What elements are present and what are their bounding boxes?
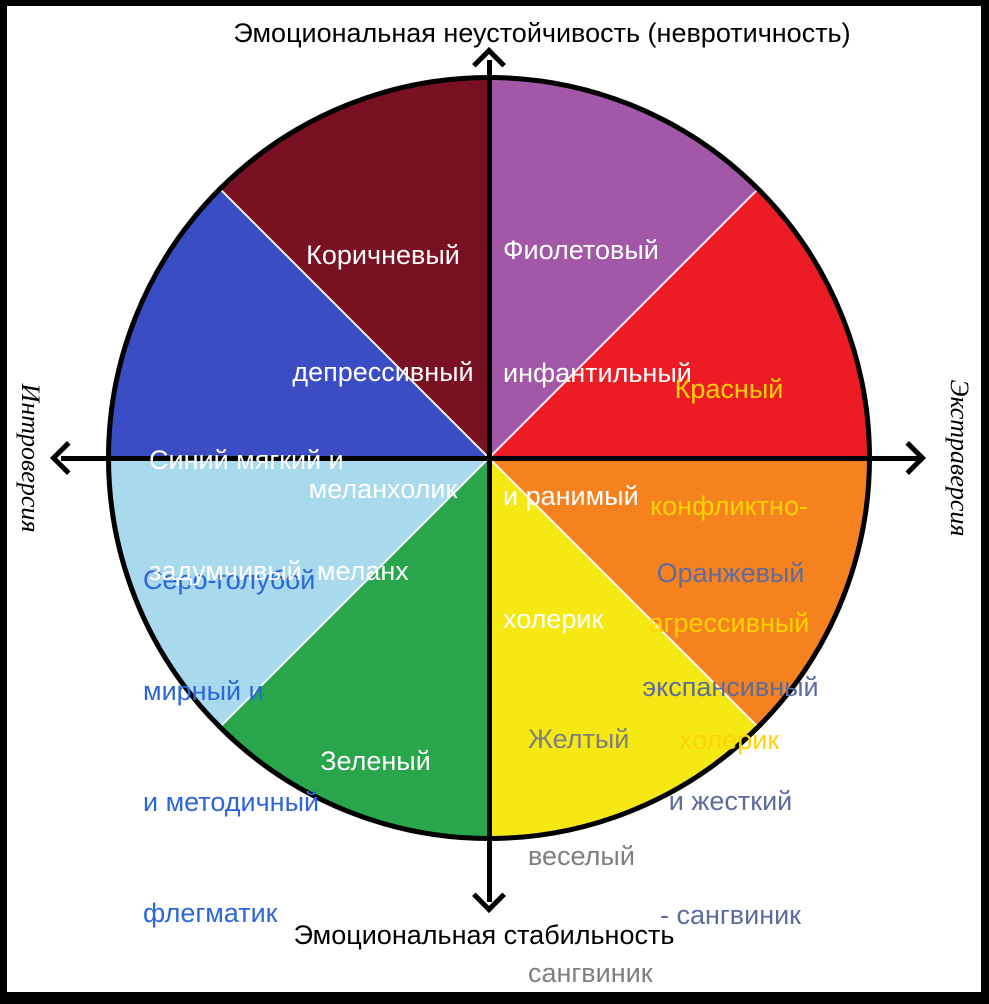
slice-label-red-choleric: Красный конфликтно- агрессивный холерик — [629, 292, 829, 838]
slice-label-line: меланхолик — [308, 474, 458, 504]
slice-label-line: и методичный — [143, 787, 320, 817]
slice-label-line: веселый — [528, 841, 635, 871]
slice-label-line: флегматик — [308, 974, 443, 1004]
slice-label-line: сангвиник — [528, 958, 653, 988]
slice-label-line: флегматик — [143, 898, 278, 928]
axis-label-introversion: Интроверсия — [16, 383, 45, 533]
slice-label-orange-sanguine: Оранжевый экспансивный и жесткий - сангв… — [623, 478, 838, 992]
slice-label-line: невозмутимый — [283, 860, 468, 890]
slice-label-line: экспансивный — [642, 672, 819, 702]
slice-label-line: - сангвиник — [660, 900, 801, 930]
slice-label-line: Оранжевый — [656, 558, 805, 588]
slice-label-line: Коричневый — [306, 240, 460, 270]
slice-label-yellow-sanguine: Желтый веселый сангвиник — [528, 642, 728, 992]
axis-label-stability: Эмоциональная стабильность — [293, 920, 675, 950]
vertical-axis-line — [487, 60, 492, 902]
slice-label-line: Зеленый — [320, 746, 431, 776]
slice-label-line: конфликтно- — [650, 491, 808, 521]
slice-label-line: Красный — [674, 374, 784, 404]
slice-label-line: Желтый — [528, 724, 630, 754]
arrow-right-icon — [892, 441, 926, 475]
slice-label-green-phlegmatic: Зеленый невозмутимый флегматик — [263, 666, 488, 1004]
slice-label-line: Фиолетовый — [503, 235, 659, 265]
axis-label-neuroticism: Эмоциональная неустойчивость (невротично… — [233, 18, 851, 48]
slice-label-blue-melancholic: Синий мягкий и задумчивый меланх — [149, 368, 459, 664]
slice-label-line: и ранимый — [503, 481, 639, 511]
slice-label-line: Синий мягкий и — [149, 445, 344, 475]
slice-label-violet-choleric: Фиолетовый инфантильный и ранимый холери… — [503, 148, 713, 722]
slice-label-line: холерик — [503, 604, 604, 634]
slice-label-brown-melancholic: Коричневый депрессивный меланхолик — [263, 158, 503, 587]
slice-label-line: задумчивый меланх — [149, 556, 409, 586]
horizontal-axis-line — [61, 456, 919, 461]
slice-label-line: инфантильный — [503, 358, 692, 388]
slice-label-grayblue-phlegmatic: Серо-голубой мирный и и методичный флегм… — [143, 488, 373, 992]
slice-label-line: агрессивный — [648, 608, 810, 638]
slice-label-line: и жесткий — [668, 786, 793, 816]
slice-label-line: холерик — [678, 725, 780, 755]
axis-label-extraversion: Экстраверсия — [945, 379, 974, 537]
slice-label-line: мирный и — [143, 676, 264, 706]
slice-label-line: депрессивный — [292, 357, 474, 387]
arrow-left-icon — [50, 441, 84, 475]
slice-label-line: Серо-голубой — [143, 565, 316, 595]
